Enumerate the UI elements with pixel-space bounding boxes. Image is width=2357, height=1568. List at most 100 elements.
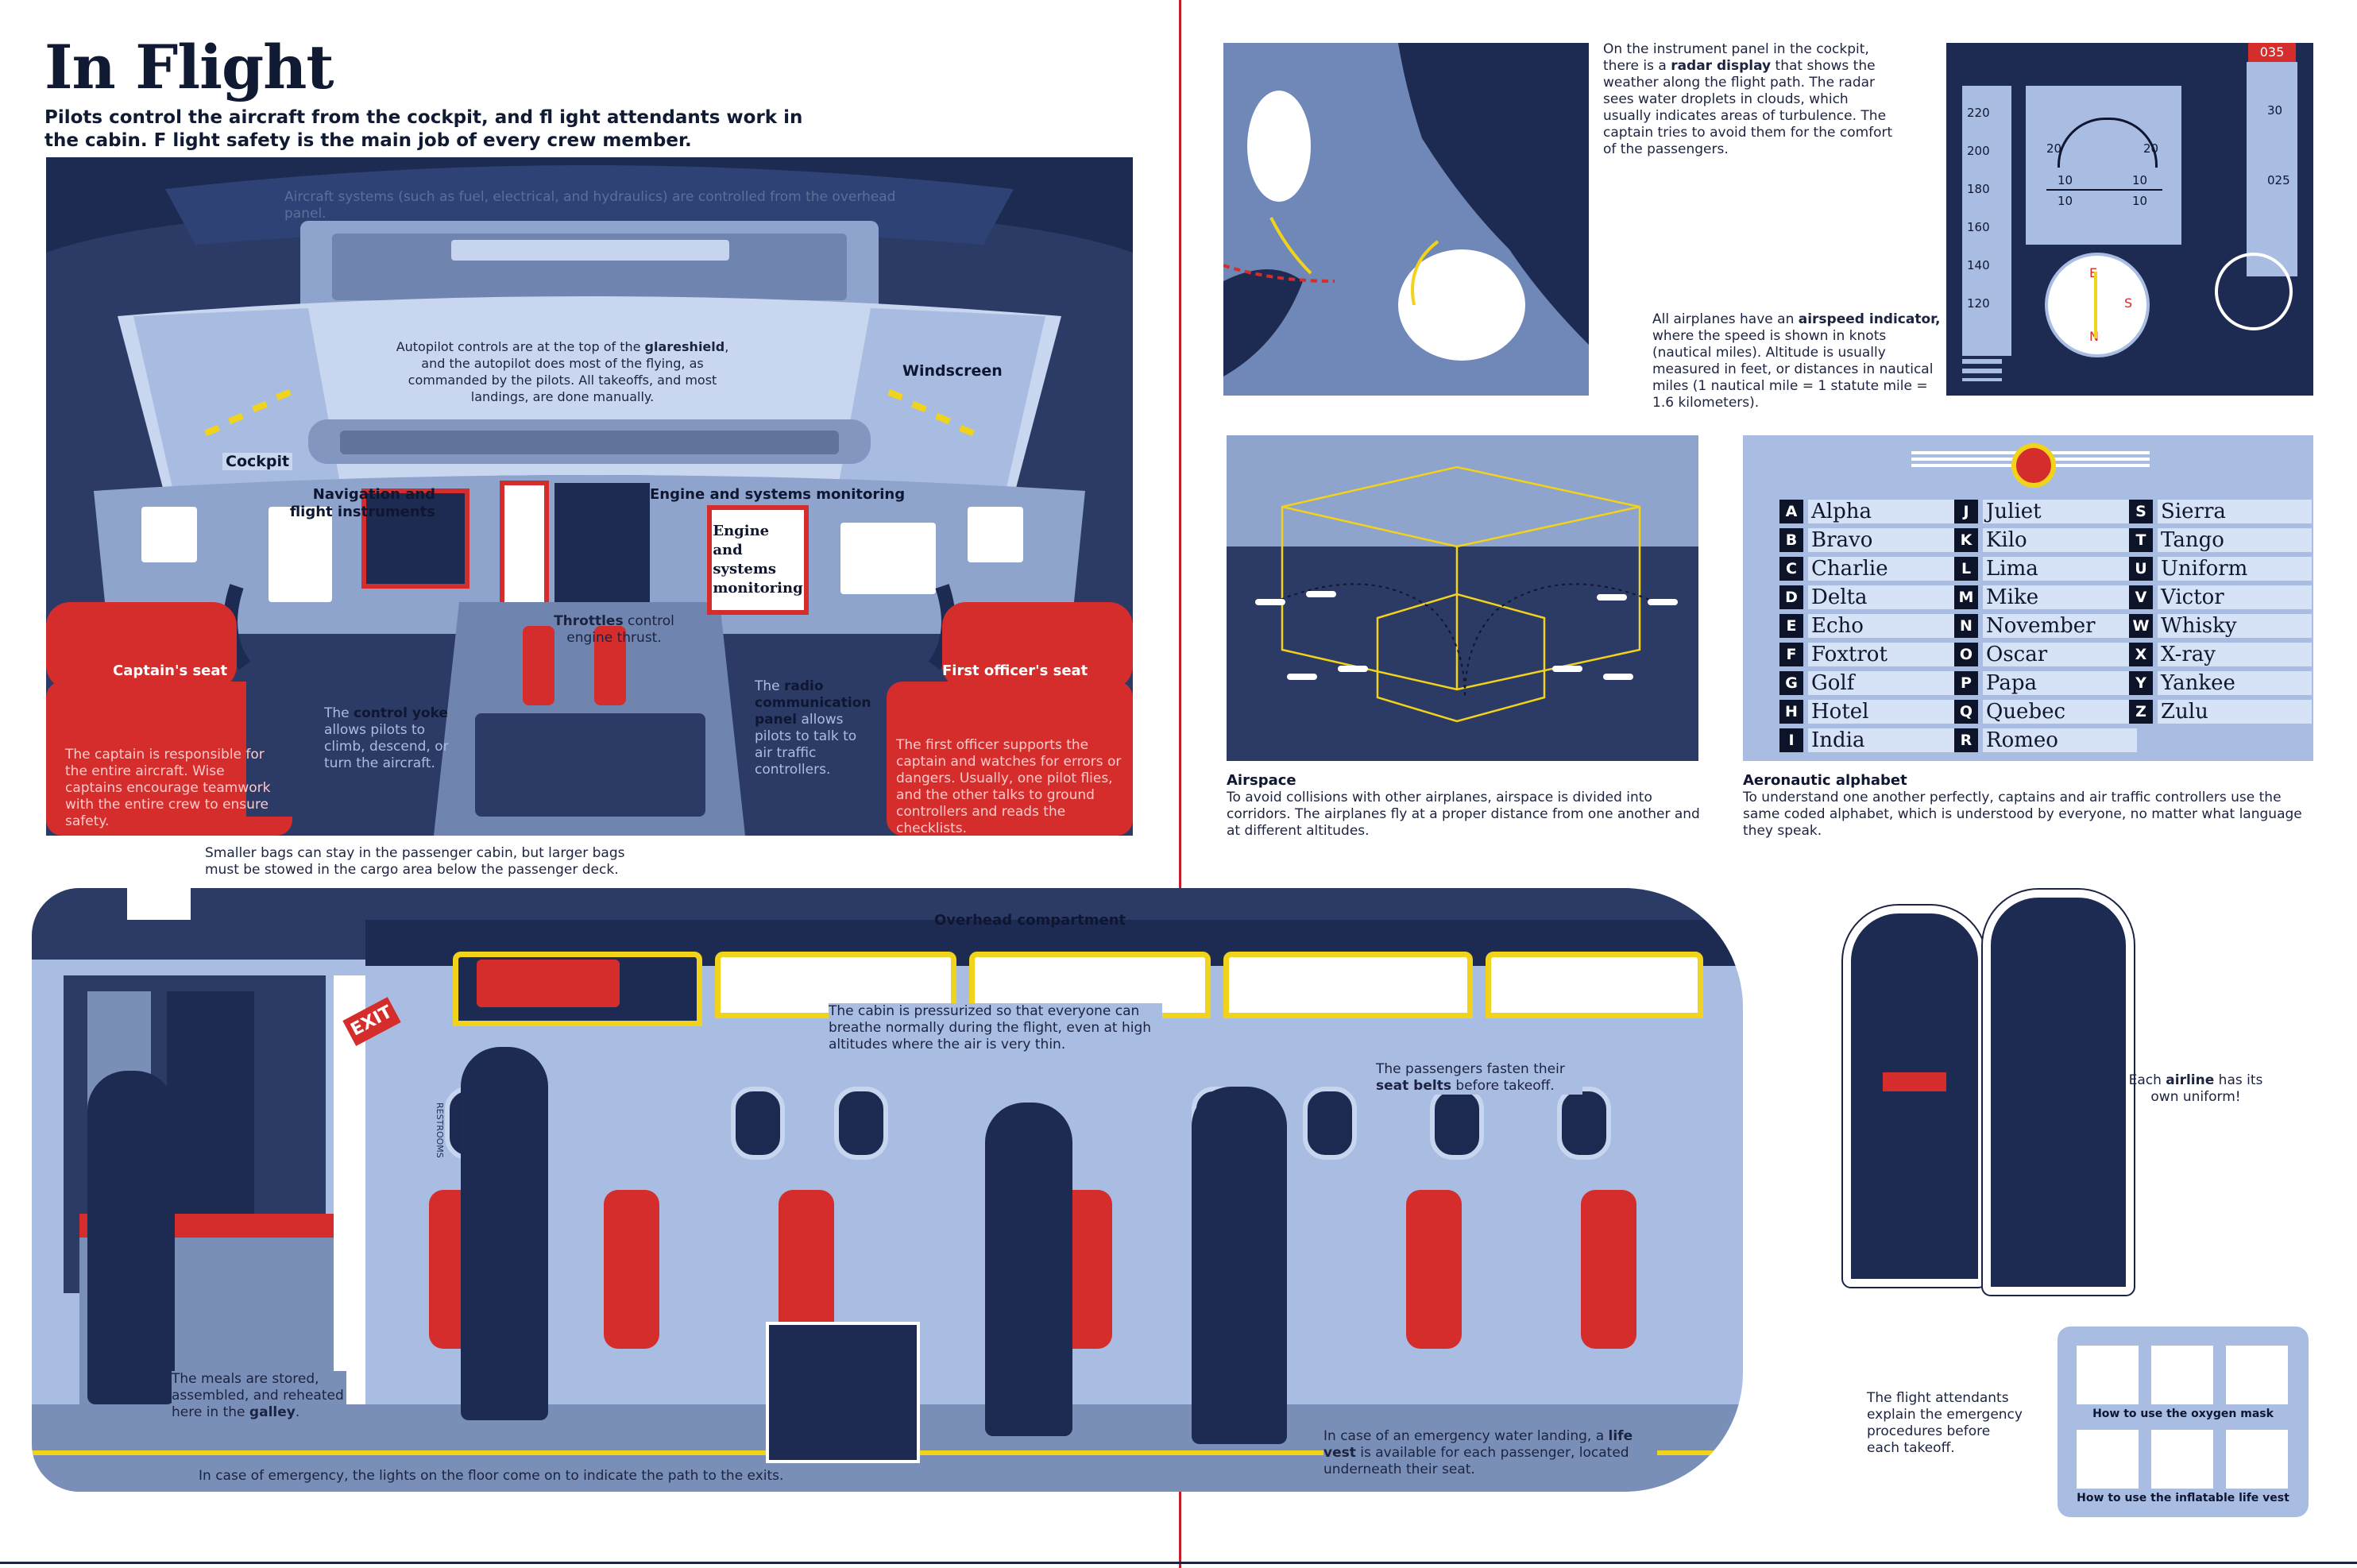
bags-caption: Smaller bags can stay in the passenger c… xyxy=(205,845,625,878)
alphabet-caption: To understand one another perfectly, cap… xyxy=(1743,790,2302,839)
yoke-caption: The control yoke allows pilots to climb,… xyxy=(324,705,449,771)
vest-inflate-icon xyxy=(2226,1430,2288,1489)
seatbelts-caption: The passengers fasten their seat belts b… xyxy=(1376,1061,1582,1095)
compass-dial: E S N xyxy=(2045,253,2150,357)
uniform-caption: Each airline has its own uniform! xyxy=(2128,1072,2263,1105)
phonetic-word: Hotel xyxy=(1808,700,1962,724)
emblem-medallion xyxy=(2011,443,2056,488)
phonetic-word: Alpha xyxy=(1808,500,1962,523)
phonetic-letter: W xyxy=(2129,614,2153,638)
first-officer-caption: The first officer supports the captain a… xyxy=(896,737,1122,836)
navigation-label: Navigation and flight instruments xyxy=(289,486,435,520)
status-bars xyxy=(1962,350,2002,381)
galley-attendant xyxy=(87,1071,175,1404)
autopilot-caption: Autopilot controls are at the top of the… xyxy=(396,339,729,404)
safety-caption: The flight attendants explain the emerge… xyxy=(1867,1390,2023,1456)
captain-seat-label: Captain's seat xyxy=(113,662,228,679)
passenger-seat xyxy=(1581,1190,1636,1349)
phonetic-word: India xyxy=(1808,728,1962,752)
phonetic-letter: C xyxy=(1779,557,1803,581)
engine-monitoring-box: Engine and systems monitoring xyxy=(707,505,809,615)
seated-passenger-icon xyxy=(2077,1346,2139,1404)
phonetic-word: Papa xyxy=(1983,671,2137,695)
pilot-in-cabin xyxy=(1192,1087,1287,1444)
vest-on-icon xyxy=(2077,1430,2139,1489)
phonetic-word: Zulu xyxy=(2158,700,2312,724)
phonetic-word: Mike xyxy=(1983,585,2137,609)
phonetic-letter: E xyxy=(1779,614,1803,638)
overhead-compartment-label: Overhead compartment xyxy=(934,912,1126,929)
instrument-panel: 220 200 180 160 140 120 20 20 10 10 10 1… xyxy=(1946,43,2313,396)
radar-display xyxy=(1223,43,1589,396)
airspace-illustration xyxy=(1227,435,1698,761)
cabin-window xyxy=(1303,1087,1357,1160)
meal-cart xyxy=(766,1322,920,1463)
galley-caption: The meals are stored, assembled, and reh… xyxy=(172,1371,346,1421)
phonetic-word: Yankee xyxy=(2158,671,2312,695)
airspeed-tape xyxy=(1962,86,2011,356)
cabin-window xyxy=(1430,1087,1484,1160)
life-vest-card-caption: How to use the inflatable life vest xyxy=(2077,1492,2289,1504)
phonetic-letter: J xyxy=(1954,500,1978,523)
phonetic-word: Victor xyxy=(2158,585,2312,609)
phonetic-word: November xyxy=(1983,614,2137,638)
restroom-sign: RESTROOMS xyxy=(435,1103,445,1158)
speed-ticks: 220 200 180 160 140 120 xyxy=(1967,106,1990,311)
cabin-window xyxy=(731,1087,785,1160)
phonetic-word: Tango xyxy=(2158,528,2312,552)
phonetic-letter: H xyxy=(1779,700,1803,724)
phonetic-letter: V xyxy=(2129,585,2153,609)
mask-drop-icon xyxy=(2151,1346,2213,1404)
cockpit-label: Cockpit xyxy=(222,453,293,470)
overhead-bin xyxy=(1486,952,1703,1018)
captain-caption: The captain is responsible for the entir… xyxy=(65,747,271,829)
passenger-seat xyxy=(604,1190,659,1349)
phonetic-word: Whisky xyxy=(2158,614,2312,638)
pressure-caption: The cabin is pressurized so that everyon… xyxy=(829,1003,1162,1053)
phonetic-letter: R xyxy=(1954,728,1978,752)
phonetic-letter: L xyxy=(1954,557,1978,581)
phonetic-word: Lima xyxy=(1983,557,2137,581)
phonetic-word: Juliet xyxy=(1983,500,2137,523)
phonetic-letter: S xyxy=(2129,500,2153,523)
phonetic-word: Oscar xyxy=(1983,643,2137,666)
phonetic-letter: Q xyxy=(1954,700,1978,724)
vertical-speed-dial xyxy=(2215,253,2293,330)
overhead-bin xyxy=(1223,952,1473,1018)
phonetic-letter: Y xyxy=(2129,671,2153,695)
airspace-art xyxy=(1227,465,1698,761)
attitude-indicator: 20 20 10 10 10 10 xyxy=(2026,86,2181,245)
open-bin xyxy=(477,960,620,1007)
flight-attendant-cart xyxy=(985,1103,1072,1436)
phonetic-word: Quebec xyxy=(1983,700,2137,724)
phonetic-letter: O xyxy=(1954,643,1978,666)
radio-caption: The radio communication panel allows pil… xyxy=(755,678,871,778)
cabin-window xyxy=(834,1087,888,1160)
airspeed-caption: All airplanes have an airspeed indicator… xyxy=(1652,311,1941,411)
phonetic-word: Delta xyxy=(1808,585,1962,609)
spine-divider xyxy=(1179,0,1181,1568)
red-scarf xyxy=(1883,1072,1946,1091)
oxygen-mask-caption: How to use the oxygen mask xyxy=(2092,1408,2274,1420)
phonetic-letter: G xyxy=(1779,671,1803,695)
overhead-caption: Aircraft systems (such as fuel, electric… xyxy=(284,189,896,222)
